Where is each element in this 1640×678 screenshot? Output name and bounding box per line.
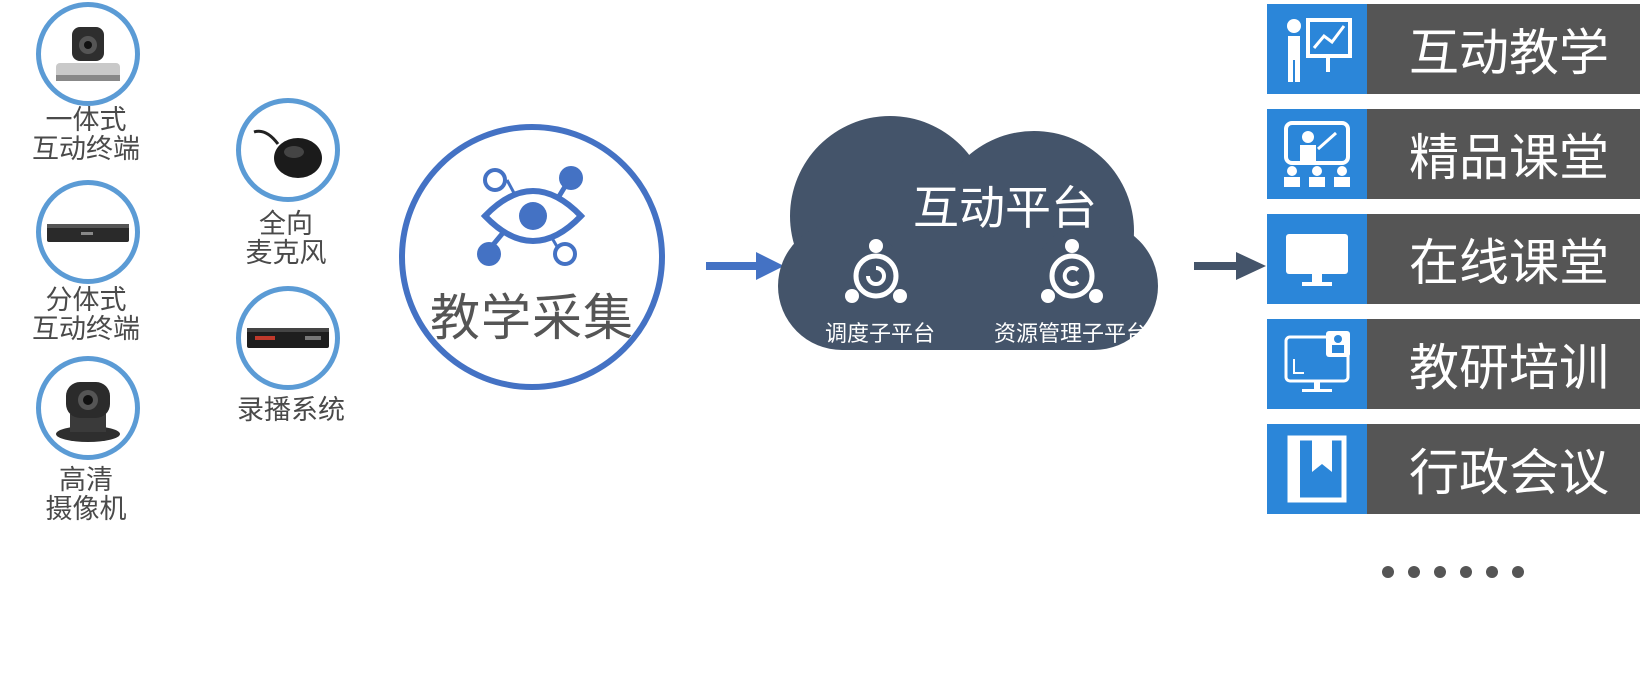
teacher-chart-icon <box>1267 4 1367 94</box>
app-label: 行政会议 <box>1367 424 1640 514</box>
resource-subplatform: 资源管理子平台 <box>993 322 1148 347</box>
dispatch-icon <box>845 239 907 303</box>
video-call-icon <box>1267 319 1367 409</box>
collection-title: 教学采集 <box>430 289 634 347</box>
app-label: 精品课堂 <box>1367 109 1640 199</box>
platform-title: 互动平台 <box>913 181 1097 235</box>
eye-network-icon <box>477 166 586 266</box>
dispatch-subplatform: 调度子平台 <box>824 322 935 347</box>
teaching-collection-circle: 教学采集 <box>399 124 665 390</box>
recording-system-image <box>236 286 340 390</box>
ellipsis-dots <box>1382 566 1524 578</box>
integrated-terminal-label: 一体式互动终端 <box>32 105 140 165</box>
arrow-right-icon <box>706 252 784 280</box>
hd-camera-label: 高清摄像机 <box>45 465 127 525</box>
app-label: 互动教学 <box>1367 4 1640 94</box>
arrow-right-icon <box>1194 252 1266 280</box>
monitor-icon <box>1267 214 1367 304</box>
app-admin-meeting[interactable]: 行政会议 <box>1267 424 1640 514</box>
document-icon <box>1267 424 1367 514</box>
app-label: 在线课堂 <box>1367 214 1640 304</box>
split-terminal-image <box>36 180 140 284</box>
omni-microphone-image <box>236 98 340 202</box>
split-terminal-label: 分体式互动终端 <box>32 285 140 345</box>
hd-camera-image <box>36 356 140 460</box>
integrated-terminal-image <box>36 2 140 106</box>
app-interactive-teaching[interactable]: 互动教学 <box>1267 4 1640 94</box>
app-online-classroom[interactable]: 在线课堂 <box>1267 214 1640 304</box>
app-quality-classroom[interactable]: 精品课堂 <box>1267 109 1640 199</box>
app-label: 教研培训 <box>1367 319 1640 409</box>
resource-icon <box>1041 239 1103 303</box>
classroom-icon <box>1267 109 1367 199</box>
app-teaching-research[interactable]: 教研培训 <box>1267 319 1640 409</box>
omni-microphone-label: 全向麦克风 <box>245 209 327 269</box>
recording-system-label: 录播系统 <box>237 395 345 426</box>
